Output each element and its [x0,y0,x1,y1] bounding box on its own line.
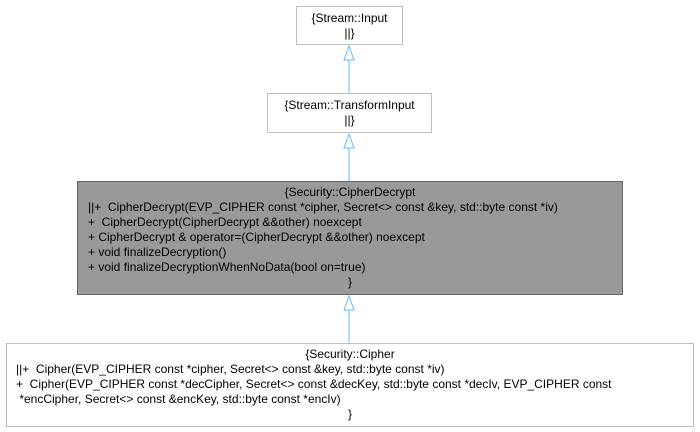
class-node-stream-input[interactable]: {Stream::Input ||} [296,6,403,45]
class-node-security-cipher[interactable]: {Security::Cipher ||+ Cipher(EVP_CIPHER … [6,343,694,427]
class-members: ||} [344,26,355,40]
member-move-assignment: + CipherDecrypt & operator=(CipherDecryp… [88,230,425,244]
member-finalize-decryption-when-no-data: + void finalizeDecryptionWhenNoData(bool… [88,260,366,274]
member-finalize-decryption: + void finalizeDecryption() [88,245,227,259]
inheritance-arrowhead [343,294,355,311]
class-name: {Stream::Input [311,11,388,25]
class-name: {Stream::TransformInput [284,98,415,112]
class-node-security-cipherdecrypt[interactable]: {Security::CipherDecrypt ||+ CipherDecry… [77,181,623,295]
class-name: {Security::CipherDecrypt [284,185,416,199]
member-move-constructor: + CipherDecrypt(CipherDecrypt &&other) n… [88,215,362,229]
class-members: ||} [344,113,355,127]
member-constructor-dual: + Cipher(EVP_CIPHER const *decCipher, Se… [16,377,612,391]
inheritance-arrowhead [343,44,355,61]
class-close-brace: } [347,275,352,289]
inheritance-arrowhead [343,132,355,149]
member-constructor: ||+ Cipher(EVP_CIPHER const *cipher, Sec… [16,362,445,376]
member-constructor-dual-continued: *encCipher, Secret<> const &encKey, std:… [16,392,341,406]
member-constructor: ||+ CipherDecrypt(EVP_CIPHER const *ciph… [88,200,558,214]
class-node-stream-transforminput[interactable]: {Stream::TransformInput ||} [267,93,432,133]
class-close-brace: } [347,407,352,421]
class-name: {Security::Cipher [305,347,395,361]
